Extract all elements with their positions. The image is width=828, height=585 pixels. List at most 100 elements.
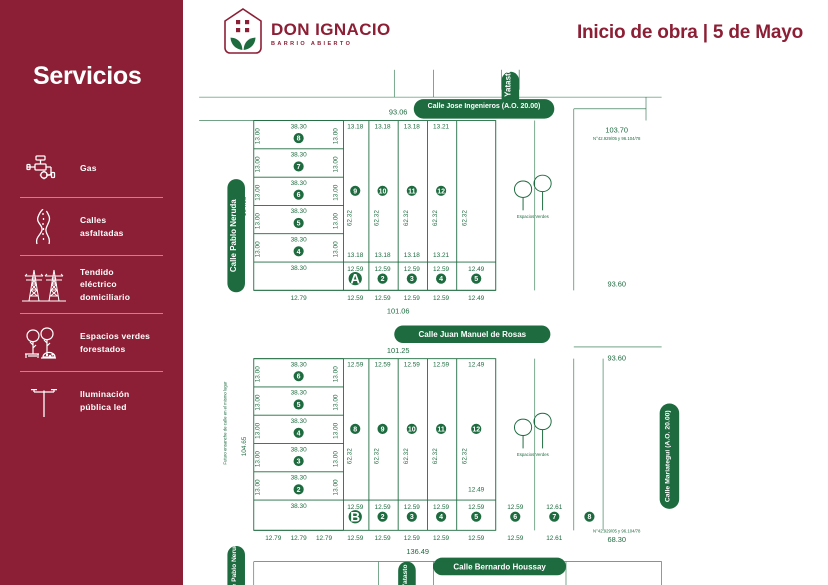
svg-text:13.00: 13.00 xyxy=(255,394,262,410)
services-sidebar: Servicios Gas xyxy=(0,0,183,585)
subdivision-plan: 8 7 6 5 4 38.30 38.30 38.30 38.30 38.30 … xyxy=(183,62,828,585)
svg-text:13.00: 13.00 xyxy=(255,422,262,438)
brand-logo: DON IGNACIO BARRIO ABIERTO xyxy=(221,6,391,61)
svg-text:4: 4 xyxy=(439,276,443,283)
svg-text:12.59: 12.59 xyxy=(433,535,449,542)
svg-text:13.00: 13.00 xyxy=(333,241,340,257)
svg-text:62.32: 62.32 xyxy=(432,448,439,464)
service-item-tendido-electrico: Tendido eléctrico domiciliario xyxy=(20,255,163,313)
svg-text:2: 2 xyxy=(297,487,301,494)
lower-left-lots: 6 5 4 3 2 38.30 38.30 38.30 38.30 38.30 … xyxy=(241,361,340,509)
svg-text:9: 9 xyxy=(353,188,357,195)
page-title: Inicio de obra | 5 de Mayo xyxy=(576,22,803,43)
svg-text:6: 6 xyxy=(297,374,301,381)
svg-text:38.30: 38.30 xyxy=(291,123,307,130)
plan-bottom-frame xyxy=(253,561,662,585)
svg-text:38.30: 38.30 xyxy=(291,446,307,453)
street-label-pablo-neruda-upper: Calle Pablo Neruda xyxy=(227,179,245,293)
green-space-label-upper: Espacios Verdes xyxy=(517,214,549,219)
svg-text:38.30: 38.30 xyxy=(291,390,307,397)
svg-text:6: 6 xyxy=(297,192,301,199)
svg-text:5: 5 xyxy=(474,276,478,283)
svg-text:12.59: 12.59 xyxy=(404,504,420,511)
street-label-bernardo-houssay: Calle Bernardo Houssay xyxy=(433,557,566,576)
service-item-espacios-verdes: Espacios verdes forestados xyxy=(20,313,163,371)
svg-text:11: 11 xyxy=(408,188,416,195)
logo-subtitle: BARRIO ABIERTO xyxy=(271,40,353,47)
svg-text:38.30: 38.30 xyxy=(291,361,307,368)
street-lamp-icon xyxy=(20,383,68,419)
dim-lower-top: 101.25 xyxy=(387,346,410,355)
svg-text:12.79: 12.79 xyxy=(265,535,281,542)
svg-text:4: 4 xyxy=(297,430,301,437)
svg-text:3: 3 xyxy=(410,276,414,283)
svg-text:8: 8 xyxy=(297,136,301,143)
svg-text:12.59: 12.59 xyxy=(347,504,363,511)
svg-text:62.32: 62.32 xyxy=(403,448,410,464)
svg-text:13.00: 13.00 xyxy=(333,156,340,172)
service-label-calles-asfaltadas: Calles asfaltadas xyxy=(80,215,124,238)
service-label-iluminacion: Iluminación pública led xyxy=(80,389,130,412)
svg-text:12.59: 12.59 xyxy=(404,295,420,302)
svg-text:62.32: 62.32 xyxy=(346,210,353,226)
dim-lower-right: 93.60 xyxy=(607,354,626,363)
svg-text:3: 3 xyxy=(297,459,301,466)
service-label-tendido-electrico: Tendido eléctrico domiciliario xyxy=(80,267,131,302)
svg-text:2: 2 xyxy=(381,276,385,283)
lower-block: 6 5 4 3 2 38.30 38.30 38.30 38.30 38.30 … xyxy=(241,346,662,556)
plan-side-note: Futuro ensanche de calle en el mismo lug… xyxy=(222,381,227,465)
svg-text:13.18: 13.18 xyxy=(375,123,391,130)
svg-text:12.59: 12.59 xyxy=(507,535,523,542)
svg-text:A: A xyxy=(350,271,360,286)
svg-text:13.00: 13.00 xyxy=(255,451,262,467)
svg-text:38.30: 38.30 xyxy=(291,503,307,510)
svg-text:Calle Pablo Neruda: Calle Pablo Neruda xyxy=(231,539,238,585)
svg-text:13.00: 13.00 xyxy=(255,479,262,495)
svg-text:5: 5 xyxy=(297,221,301,228)
svg-text:12.59: 12.59 xyxy=(433,266,449,273)
svg-text:6: 6 xyxy=(513,514,517,521)
svg-text:Calle Jose Ingenieros (A.O. 20: Calle Jose Ingenieros (A.O. 20.00) xyxy=(428,103,541,110)
winding-road-icon xyxy=(20,208,68,245)
svg-text:12.59: 12.59 xyxy=(347,295,363,302)
svg-text:62.32: 62.32 xyxy=(403,210,410,226)
dim-upper-top: 93.06 xyxy=(389,108,408,117)
svg-text:5: 5 xyxy=(297,402,301,409)
svg-text:13.21: 13.21 xyxy=(433,252,449,259)
gas-valve-icon xyxy=(20,153,68,183)
svg-text:104.65: 104.65 xyxy=(241,436,248,456)
svg-text:13.00: 13.00 xyxy=(333,213,340,229)
svg-text:12.59: 12.59 xyxy=(375,266,391,273)
svg-text:Calle Yatasto: Calle Yatasto xyxy=(402,564,409,585)
services-list: Gas Calles asfaltadas xyxy=(20,139,163,429)
svg-text:13.00: 13.00 xyxy=(333,479,340,495)
svg-text:N°42.929/05 y 96.104/78: N°42.929/05 y 96.104/78 xyxy=(593,136,641,141)
svg-text:12.49: 12.49 xyxy=(468,361,484,368)
svg-text:62.32: 62.32 xyxy=(374,210,381,226)
svg-text:13.18: 13.18 xyxy=(347,252,363,259)
svg-text:13.00: 13.00 xyxy=(333,394,340,410)
svg-text:12.59: 12.59 xyxy=(433,361,449,368)
svg-text:8: 8 xyxy=(353,426,357,433)
svg-text:12.59: 12.59 xyxy=(347,266,363,273)
street-label-yatasto-bottom: Calle Yatasto xyxy=(398,561,416,585)
svg-text:12.59: 12.59 xyxy=(507,504,523,511)
svg-text:Calle Bernardo Houssay: Calle Bernardo Houssay xyxy=(453,562,546,571)
svg-text:12.59: 12.59 xyxy=(433,504,449,511)
lower-mid-lots: 8 9 10 11 12 12.59 12.59 12.59 12.59 12.… xyxy=(346,361,484,493)
trees-park-icon xyxy=(20,325,68,361)
svg-text:Calle Juan Manuel de Rosas: Calle Juan Manuel de Rosas xyxy=(419,330,527,339)
svg-text:Calle Mariategui (A.O. 20.00): Calle Mariategui (A.O. 20.00) xyxy=(664,410,671,502)
svg-text:38.30: 38.30 xyxy=(291,208,307,215)
svg-text:12.59: 12.59 xyxy=(375,361,391,368)
page-header: DON IGNACIO BARRIO ABIERTO Inicio de obr… xyxy=(183,0,828,62)
svg-text:4: 4 xyxy=(297,249,301,256)
service-item-calles-asfaltadas: Calles asfaltadas xyxy=(20,197,163,255)
green-space-lower: Espacios Verdes xyxy=(513,412,552,457)
svg-text:13.00: 13.00 xyxy=(333,366,340,382)
power-lines-icon xyxy=(20,267,68,303)
svg-text:12.49: 12.49 xyxy=(468,486,484,493)
svg-text:12.49: 12.49 xyxy=(468,266,484,273)
dim-top-right: 103.70 xyxy=(605,125,628,134)
svg-text:13.21: 13.21 xyxy=(433,123,449,130)
